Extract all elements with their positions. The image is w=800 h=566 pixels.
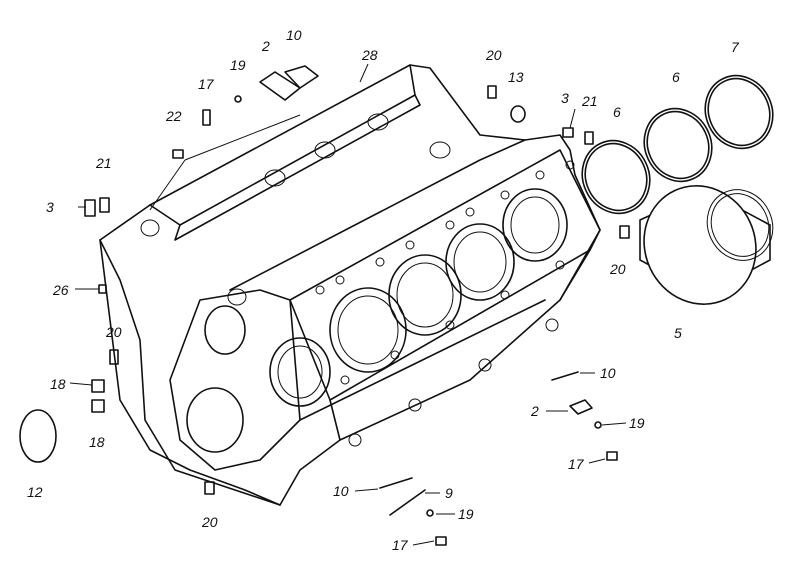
callout-20: 20	[201, 514, 218, 530]
callout-19: 19	[458, 506, 474, 522]
leader-lines	[69, 63, 627, 546]
callout-17: 17	[392, 537, 409, 553]
callout-6: 6	[672, 69, 680, 85]
callout-labels: 2 10 28 20 13 17 19 22 21 3 3 21 6 6 7 2…	[27, 27, 740, 553]
cylinder-block	[99, 64, 601, 506]
callout-3: 3	[561, 90, 569, 106]
callout-13: 13	[508, 69, 524, 85]
callout-10: 10	[286, 27, 302, 43]
callout-9: 9	[445, 485, 453, 501]
callout-2: 2	[261, 38, 270, 54]
callout-20: 20	[105, 324, 122, 340]
callout-19: 19	[629, 415, 645, 431]
callout-22: 22	[165, 108, 182, 124]
callout-7: 7	[731, 39, 740, 55]
callout-20: 20	[485, 47, 502, 63]
callout-18: 18	[50, 376, 66, 392]
callout-3: 3	[46, 199, 54, 215]
callout-20: 20	[609, 261, 626, 277]
callout-18: 18	[89, 434, 105, 450]
callout-5: 5	[674, 325, 682, 341]
callout-21: 21	[95, 155, 112, 171]
cylinder-liner-and-rings	[581, 74, 774, 305]
callout-26: 26	[52, 282, 69, 298]
callout-6: 6	[613, 104, 621, 120]
callout-28: 28	[361, 47, 378, 63]
callout-10: 10	[600, 365, 616, 381]
callout-12: 12	[27, 484, 43, 500]
small-parts	[19, 65, 630, 546]
callout-17: 17	[568, 456, 585, 472]
callout-2: 2	[530, 403, 539, 419]
callout-17: 17	[198, 76, 215, 92]
callout-10: 10	[333, 483, 349, 499]
callout-19: 19	[230, 57, 246, 73]
plug-12	[19, 409, 57, 463]
callout-21: 21	[581, 93, 598, 109]
